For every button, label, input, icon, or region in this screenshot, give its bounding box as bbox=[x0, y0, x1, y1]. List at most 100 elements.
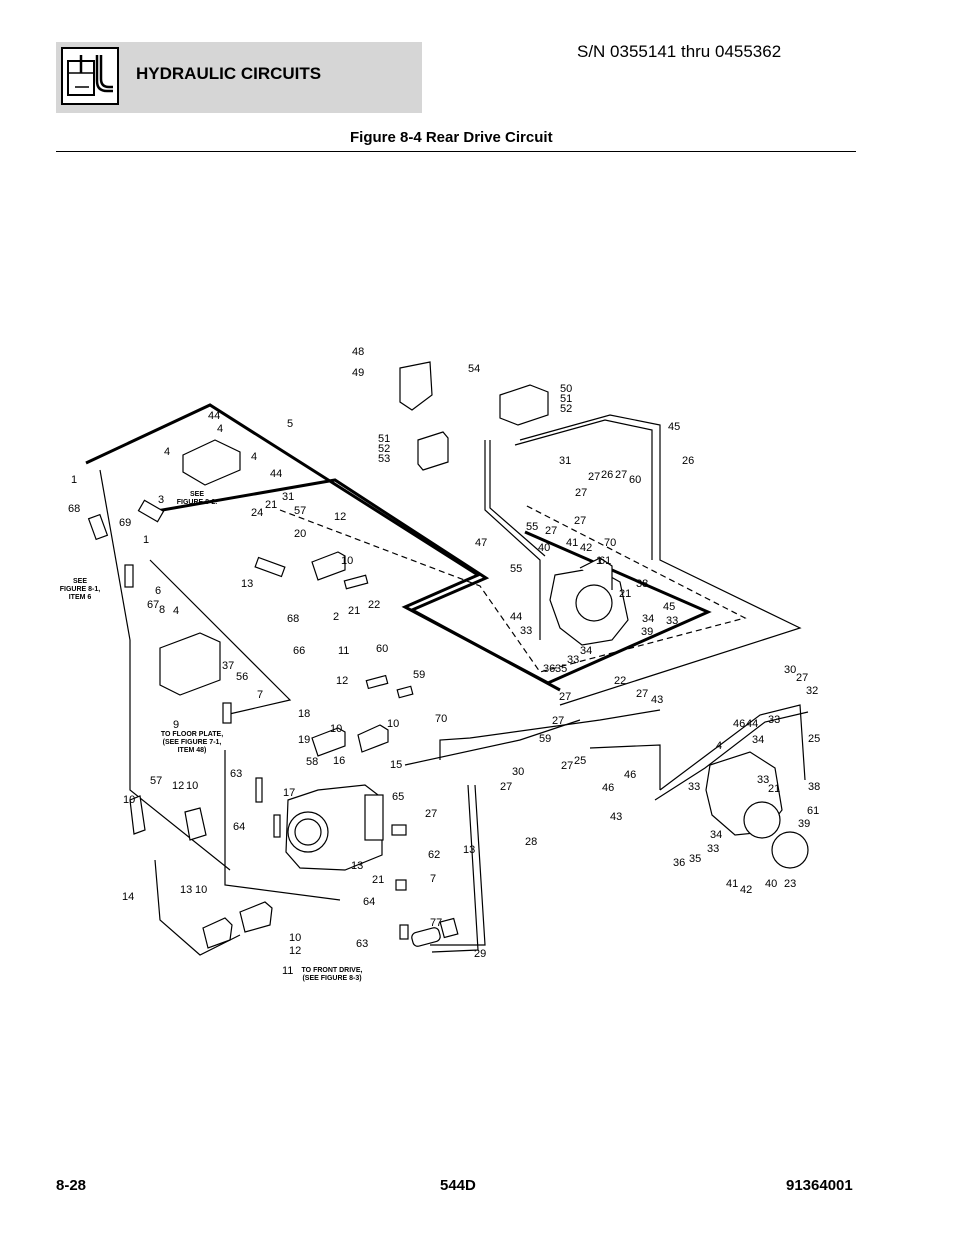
svg-text:27: 27 bbox=[500, 781, 512, 793]
hydraulic-circuit-icon bbox=[61, 47, 119, 105]
svg-text:10: 10 bbox=[330, 723, 342, 735]
svg-text:1: 1 bbox=[143, 534, 149, 546]
svg-text:21: 21 bbox=[265, 499, 277, 511]
svg-text:(SEE FIGURE 8-3): (SEE FIGURE 8-3) bbox=[302, 975, 361, 982]
svg-text:44: 44 bbox=[270, 468, 282, 480]
svg-text:37: 37 bbox=[222, 660, 234, 672]
svg-text:11: 11 bbox=[282, 965, 293, 977]
svg-text:13: 13 bbox=[351, 860, 363, 872]
svg-text:27: 27 bbox=[796, 672, 808, 684]
svg-text:16: 16 bbox=[333, 755, 345, 767]
svg-text:65: 65 bbox=[392, 791, 404, 803]
svg-text:42: 42 bbox=[740, 884, 752, 896]
svg-text:2: 2 bbox=[333, 611, 339, 623]
svg-text:60: 60 bbox=[376, 643, 388, 655]
svg-text:53: 53 bbox=[378, 453, 390, 465]
svg-text:28: 28 bbox=[525, 836, 537, 848]
svg-text:46: 46 bbox=[733, 718, 745, 730]
svg-text:31: 31 bbox=[282, 491, 294, 503]
svg-text:26: 26 bbox=[682, 455, 694, 467]
svg-text:51: 51 bbox=[378, 433, 390, 445]
svg-text:12: 12 bbox=[334, 511, 346, 523]
svg-text:22: 22 bbox=[368, 599, 380, 611]
figure-title: Figure 8-4 Rear Drive Circuit bbox=[350, 129, 553, 146]
svg-text:30: 30 bbox=[784, 664, 796, 676]
note-front-drive: TO FRONT DRIVE, bbox=[302, 967, 363, 974]
svg-text:(SEE FIGURE 7-1,: (SEE FIGURE 7-1, bbox=[163, 739, 222, 746]
svg-text:27: 27 bbox=[574, 515, 586, 527]
svg-text:56: 56 bbox=[236, 671, 248, 683]
svg-text:36: 36 bbox=[673, 857, 685, 869]
svg-text:10: 10 bbox=[387, 718, 399, 730]
svg-text:21: 21 bbox=[619, 588, 631, 600]
svg-text:77: 77 bbox=[430, 917, 442, 929]
section-title: HYDRAULIC CIRCUITS bbox=[136, 64, 322, 83]
svg-text:38: 38 bbox=[808, 781, 820, 793]
svg-text:15: 15 bbox=[390, 759, 402, 771]
svg-text:48: 48 bbox=[352, 346, 364, 358]
svg-text:30: 30 bbox=[512, 766, 524, 778]
svg-text:12: 12 bbox=[336, 675, 348, 687]
svg-text:33: 33 bbox=[768, 714, 780, 726]
svg-text:22: 22 bbox=[614, 675, 626, 687]
svg-text:64: 64 bbox=[363, 896, 375, 908]
page-number: 8-28 bbox=[56, 1177, 87, 1194]
svg-text:33: 33 bbox=[688, 781, 700, 793]
svg-text:55: 55 bbox=[526, 521, 538, 533]
svg-text:60: 60 bbox=[629, 474, 641, 486]
svg-text:13: 13 bbox=[180, 884, 192, 896]
svg-text:13: 13 bbox=[463, 844, 475, 856]
svg-text:17: 17 bbox=[283, 787, 295, 799]
svg-text:1: 1 bbox=[596, 555, 602, 567]
svg-text:10: 10 bbox=[341, 555, 353, 567]
svg-text:45: 45 bbox=[668, 421, 680, 433]
svg-text:21: 21 bbox=[768, 783, 780, 795]
svg-text:50: 50 bbox=[560, 383, 572, 395]
svg-text:13: 13 bbox=[241, 578, 253, 590]
svg-text:43: 43 bbox=[651, 694, 663, 706]
svg-text:25: 25 bbox=[574, 755, 586, 767]
svg-text:25: 25 bbox=[808, 733, 820, 745]
svg-text:27: 27 bbox=[636, 688, 648, 700]
svg-text:19: 19 bbox=[298, 734, 310, 746]
serial-range: S/N 0355141 thru 0455362 bbox=[577, 42, 782, 61]
svg-text:4: 4 bbox=[173, 605, 179, 617]
svg-text:35: 35 bbox=[555, 663, 567, 675]
svg-text:14: 14 bbox=[122, 891, 134, 903]
svg-text:26: 26 bbox=[601, 469, 613, 481]
svg-text:27: 27 bbox=[559, 691, 571, 703]
svg-text:7: 7 bbox=[257, 689, 263, 701]
svg-text:39: 39 bbox=[798, 818, 810, 830]
model-number: 544D bbox=[440, 1177, 476, 1194]
svg-text:34: 34 bbox=[710, 829, 722, 841]
svg-text:40: 40 bbox=[765, 878, 777, 890]
svg-text:47: 47 bbox=[475, 537, 487, 549]
svg-text:ITEM 48): ITEM 48) bbox=[178, 747, 207, 754]
svg-text:29: 29 bbox=[474, 948, 486, 960]
svg-text:52: 52 bbox=[378, 443, 390, 455]
svg-text:21: 21 bbox=[348, 605, 360, 617]
svg-text:21: 21 bbox=[372, 874, 384, 886]
svg-text:51: 51 bbox=[560, 393, 572, 405]
svg-text:27: 27 bbox=[615, 469, 627, 481]
svg-text:33: 33 bbox=[666, 615, 678, 627]
svg-text:43: 43 bbox=[610, 811, 622, 823]
svg-text:36: 36 bbox=[543, 663, 555, 675]
svg-text:3: 3 bbox=[158, 494, 164, 506]
note-see-figure-8-1: SEE bbox=[73, 578, 87, 585]
svg-text:33: 33 bbox=[567, 654, 579, 666]
svg-text:55: 55 bbox=[510, 563, 522, 575]
svg-text:63: 63 bbox=[230, 768, 242, 780]
svg-text:FIGURE 8-2.: FIGURE 8-2. bbox=[177, 499, 218, 506]
svg-text:39: 39 bbox=[641, 626, 653, 638]
svg-text:62: 62 bbox=[428, 849, 440, 861]
svg-text:27: 27 bbox=[588, 471, 600, 483]
svg-text:4: 4 bbox=[716, 740, 722, 752]
svg-text:54: 54 bbox=[468, 363, 480, 375]
svg-text:5: 5 bbox=[287, 418, 293, 430]
svg-text:45: 45 bbox=[663, 601, 675, 613]
svg-text:8: 8 bbox=[159, 604, 165, 616]
svg-text:70: 70 bbox=[435, 713, 447, 725]
svg-text:1: 1 bbox=[71, 474, 77, 486]
